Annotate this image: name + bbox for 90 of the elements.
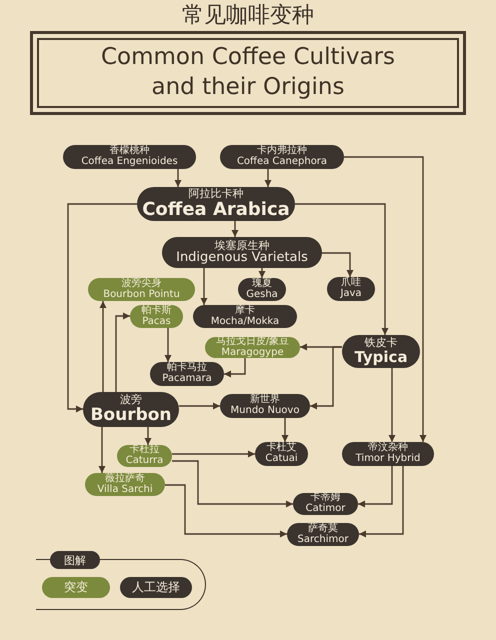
connector-arrow — [359, 466, 404, 538]
chinese-name: 波旁尖身 — [122, 278, 162, 289]
connector-arrow — [232, 221, 238, 237]
latin-name: Villa Sarchi — [97, 484, 153, 496]
title-text: Common Coffee Cultivars and their Origins — [100, 43, 396, 102]
connector-arrow — [115, 312, 130, 392]
cultivar-node — [327, 277, 375, 301]
cultivar-node — [287, 523, 359, 546]
connector-arrow — [98, 427, 106, 473]
latin-name: Java — [340, 289, 362, 300]
cultivar-node — [88, 278, 195, 301]
connector-arrow — [322, 252, 354, 277]
latin-name: Mundo Nuovo — [230, 406, 300, 417]
connector-arrow — [282, 418, 288, 442]
page-title: 常见咖啡变种 — [182, 3, 314, 30]
chinese-name: 帝汶杂种 — [368, 443, 408, 454]
cultivar-node — [220, 145, 344, 169]
connector-arrow — [172, 450, 255, 458]
cultivar-node — [162, 237, 322, 268]
cultivar-node — [342, 335, 420, 368]
connector-arrow — [264, 169, 272, 187]
connector-arrow — [310, 346, 342, 410]
chinese-name: 卡内弗拉种 — [257, 146, 307, 156]
chinese-name: 卡杜拉 — [130, 445, 160, 456]
cultivar-node — [137, 187, 295, 221]
cultivar-node — [83, 392, 179, 427]
latin-name: Timor Hybrid — [356, 454, 420, 465]
connector-arrow — [144, 427, 152, 445]
latin-name: Sarchimor — [298, 534, 348, 546]
chinese-name: 卡杜艾 — [266, 443, 296, 454]
connector-arrow — [200, 268, 208, 305]
connector-arrow — [358, 466, 393, 508]
cultivar-node — [342, 442, 434, 466]
connector-arrow — [164, 328, 172, 362]
latin-name: Coffea Canephora — [236, 157, 328, 168]
latin-name: Gesha — [246, 290, 278, 300]
legend-item: 人工选择 — [120, 577, 192, 598]
chinese-name: 薇拉萨奇 — [105, 474, 145, 484]
legend-item: 突变 — [42, 577, 110, 598]
cultivar-node — [220, 394, 310, 418]
cultivar-node — [238, 278, 286, 301]
chinese-name: 铁皮卡 — [364, 337, 398, 350]
chinese-name: 马拉戈日皮/象豆 — [216, 336, 290, 348]
cultivar-node — [117, 445, 172, 467]
chinese-name: 爪哇 — [341, 278, 361, 288]
latin-name: Catuai — [265, 454, 298, 465]
connector-arrow — [224, 358, 246, 378]
latin-name: Caturra — [126, 456, 164, 467]
chinese-name: 阿拉比卡种 — [188, 188, 244, 200]
cultivar-node — [63, 145, 196, 169]
connector-arrow — [100, 301, 106, 392]
latin-name: Maragogype — [221, 348, 284, 358]
cultivar-node — [193, 305, 297, 328]
chinese-name: 埃塞原生种 — [214, 240, 270, 252]
connector-arrow — [67, 203, 137, 412]
latin-name: Pacas — [142, 316, 171, 328]
connector-arrow — [258, 268, 266, 278]
chinese-name: 帕卡马拉 — [167, 363, 207, 374]
cultivar-node — [85, 473, 165, 496]
latin-name: Coffea Arabica — [142, 200, 290, 220]
cultivar-node — [150, 362, 224, 386]
chinese-name: 瑰夏 — [252, 278, 272, 289]
chinese-name: 萨奇莫 — [308, 524, 338, 534]
title-frame — [30, 31, 466, 115]
connector-arrow — [165, 484, 287, 538]
chinese-name: 摩卡 — [235, 306, 255, 316]
latin-name: Bourbon Pointu — [103, 290, 180, 300]
chinese-name: 波旁 — [120, 394, 142, 406]
chinese-name: 香檬桃种 — [110, 146, 150, 156]
latin-name: Pacamara — [162, 374, 212, 385]
latin-name: Typica — [354, 349, 408, 366]
connector-arrow — [388, 368, 396, 442]
latin-name: Coffea Engenioides — [81, 157, 178, 168]
connector-arrow — [344, 156, 426, 442]
latin-name: Indigenous Varietals — [176, 251, 308, 266]
chinese-name: 卡蒂姆 — [310, 493, 340, 504]
latin-name: Mocha/Mokka — [210, 316, 280, 328]
chinese-name: 新世界 — [250, 395, 280, 406]
latin-name: Catimor — [306, 504, 346, 515]
connector-arrow — [179, 402, 220, 410]
cultivar-node — [255, 442, 308, 466]
cultivar-node — [293, 493, 358, 515]
cultivar-node — [205, 337, 300, 358]
connector-arrow — [172, 460, 293, 508]
legend-heading: 图解 — [50, 551, 100, 569]
chinese-name: 帕卡斯 — [142, 306, 172, 316]
latin-name: Bourbon — [90, 406, 172, 425]
connector-arrow — [174, 169, 182, 187]
connector-arrow — [295, 203, 388, 335]
cultivar-node — [130, 305, 183, 328]
